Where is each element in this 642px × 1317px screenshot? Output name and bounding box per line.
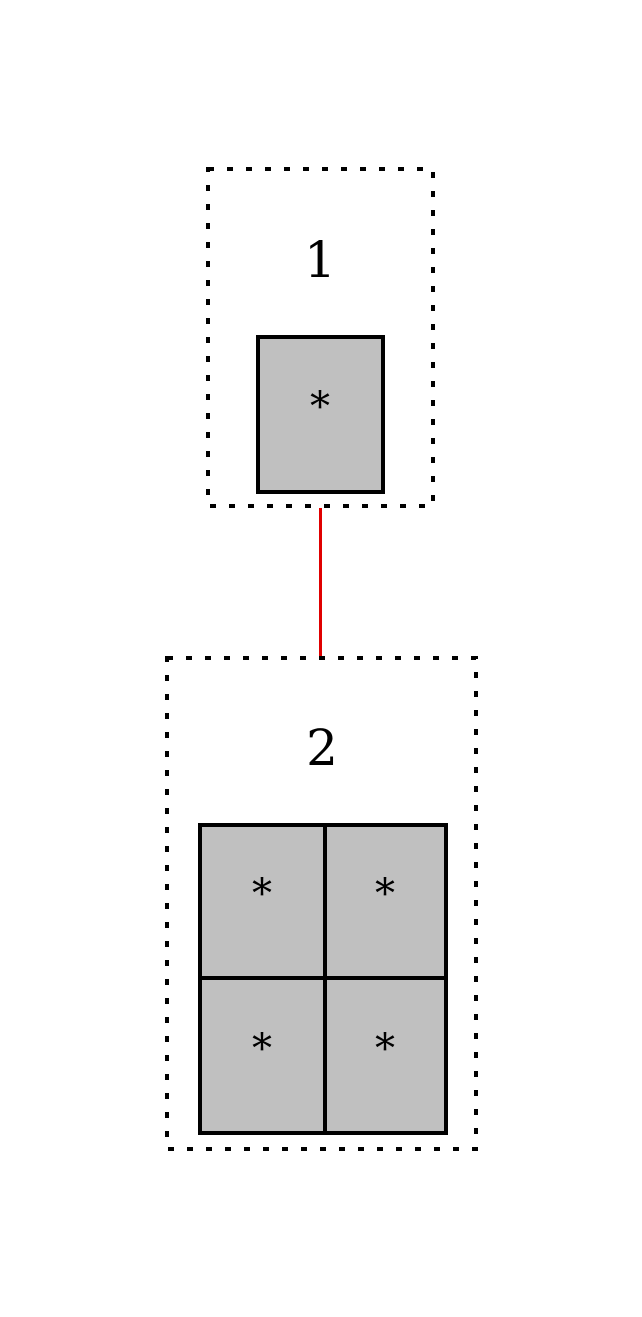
grid-cell [258, 337, 383, 492]
cell-star-r2c2: * [375, 1026, 395, 1072]
node-1-frame [206, 167, 435, 508]
node-2: 2 * * * * [165, 656, 478, 1151]
node-1-grid: * [256, 335, 385, 494]
cell-star-r1c2: * [375, 871, 395, 917]
grid-cell-stroke [256, 335, 385, 494]
cell-star-r2c1: * [252, 1026, 272, 1072]
node-2-frame [165, 656, 478, 1151]
node-1: 1 * [206, 167, 435, 508]
node-2-grid: * * * * [198, 823, 448, 1135]
node-1-label: 1 [304, 231, 336, 289]
cell-star: * [310, 384, 330, 430]
node-2-label: 2 [306, 719, 338, 777]
cell-star-r1c1: * [252, 871, 272, 917]
